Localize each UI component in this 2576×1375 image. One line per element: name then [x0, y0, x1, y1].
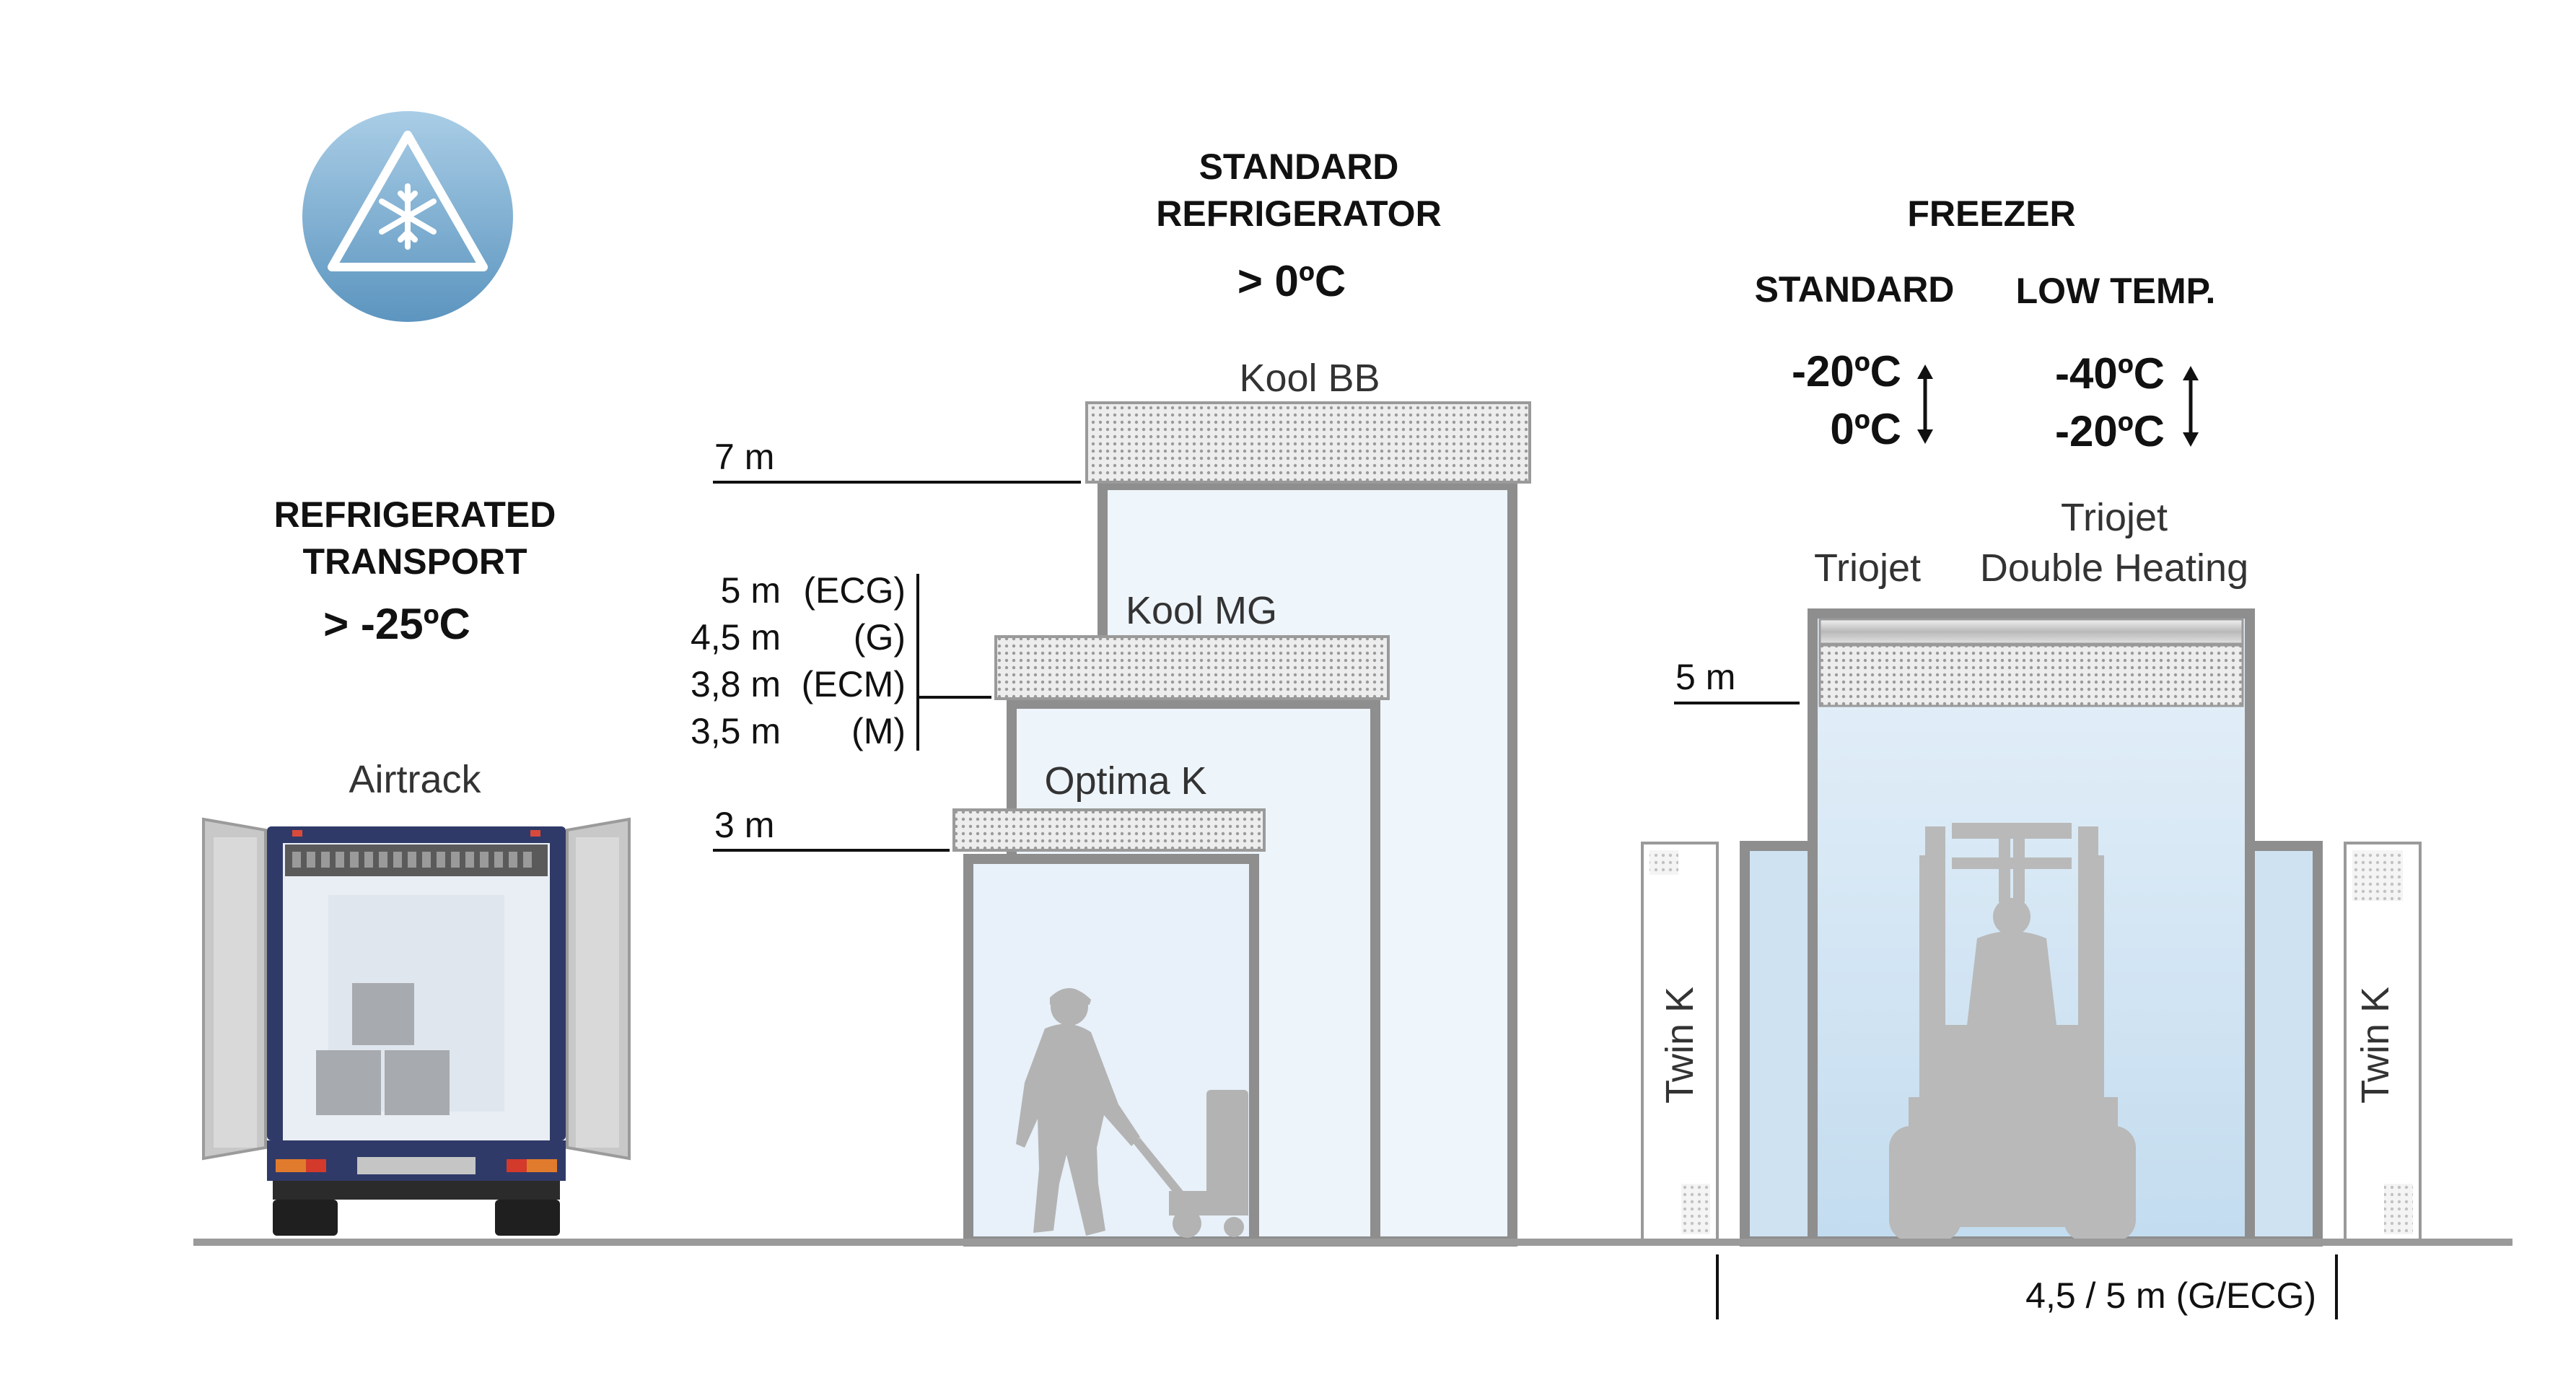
freezer-std-temp-top: -20ºC [1792, 347, 1901, 396]
twin-k-left-label: Twin K [1658, 987, 1701, 1104]
transport-title-line2: TRANSPORT [302, 541, 527, 582]
freezer-side-door-right [2245, 841, 2323, 1247]
freezer-title: FREEZER [1907, 193, 2075, 234]
kool-mg-curtain [994, 635, 1390, 700]
mg-height-3: 3,5 m [691, 711, 781, 751]
kool-mg-label: Kool MG [1126, 589, 1277, 632]
freezer-width-label: 4,5 / 5 m (G/ECG) [2025, 1275, 2316, 1316]
double-arrow-icon [2183, 366, 2199, 447]
kool-bb-curtain [1085, 401, 1531, 484]
std-ref-temp: > 0ºC [1237, 257, 1346, 305]
snowflake-warning-icon [302, 111, 513, 322]
forklift-icon [1889, 823, 2136, 1241]
freezer-std-temp-bottom: 0ºC [1830, 405, 1901, 453]
airtrack-label: Airtrack [349, 758, 481, 801]
std-ref-title-line2: REFRIGERATOR [1156, 193, 1441, 234]
freezer-lowtemp-label: LOW TEMP. [2016, 271, 2216, 311]
optima-k-label: Optima K [1044, 759, 1206, 803]
mg-height-0: 5 m [721, 570, 781, 611]
mg-height-2: 3,8 m [691, 664, 781, 704]
kool-mg-height-list: 5 m 4,5 m 3,8 m 3,5 m (ECG) (G) (ECM) (M… [691, 570, 991, 751]
mg-model-2: (ECM) [802, 664, 906, 704]
optima-k-curtain [952, 808, 1266, 852]
freezer-side-door-left [1740, 841, 1818, 1247]
std-ref-title-line1: STANDARD [1199, 147, 1399, 187]
freezer-low-temp-bottom: -20ºC [2055, 407, 2165, 455]
height-7m-label: 7 m [714, 437, 774, 477]
worker-pallet-jack [1016, 988, 1248, 1238]
mg-model-0: (ECG) [803, 570, 906, 611]
triojet-dh-label-line1: Triojet [2061, 496, 2168, 539]
freezer-height-label: 5 m [1675, 657, 1735, 697]
transport-temp: > -25ºC [323, 600, 470, 648]
kool-bb-label: Kool BB [1239, 357, 1380, 400]
refrigerated-truck [202, 817, 631, 1236]
twin-k-left-unit [1641, 842, 1719, 1243]
transport-title-line1: REFRIGERATED [274, 494, 556, 535]
triojet-label: Triojet [1814, 546, 1921, 590]
triojet-curtain [1818, 618, 2244, 707]
twin-k-right-label: Twin K [2354, 987, 2397, 1104]
freezer-low-temp-top: -40ºC [2055, 349, 2165, 398]
ground-line [193, 1239, 2513, 1246]
freezer-standard-label: STANDARD [1755, 269, 1955, 310]
double-arrow-icon [1917, 365, 1933, 444]
mg-height-1: 4,5 m [691, 617, 781, 658]
mg-model-3: (M) [851, 711, 906, 751]
mg-model-1: (G) [854, 617, 906, 658]
triojet-dh-label-line2: Double Heating [1980, 546, 2248, 590]
height-3m-label: 3 m [714, 805, 774, 845]
